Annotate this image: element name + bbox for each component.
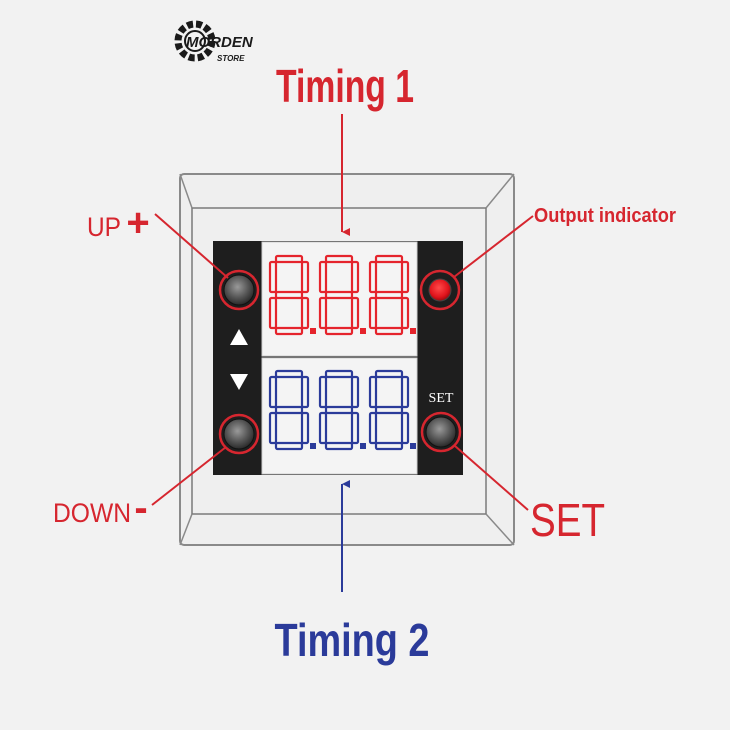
digit-segment (274, 326, 304, 336)
digit-segment (324, 254, 354, 264)
digit-segment (274, 290, 304, 300)
digit-segment (400, 375, 410, 409)
gear-logo-icon (174, 20, 216, 62)
decimal-point (360, 328, 366, 334)
digit-segment (350, 260, 360, 294)
timing2-label: Timing 2 (275, 614, 430, 666)
decimal-point (310, 443, 316, 449)
digit-segment (274, 405, 304, 415)
digit-segment (300, 260, 310, 294)
output-indicator-led (419, 269, 461, 311)
set-leader-line (454, 445, 529, 511)
digit-segment (368, 260, 378, 294)
set-button-text: SET (429, 391, 454, 406)
decimal-point (360, 443, 366, 449)
digit-segment (350, 375, 360, 409)
digit-segment (274, 254, 304, 264)
digit-segment (268, 296, 278, 330)
digit-segment (374, 290, 404, 300)
up-button[interactable] (218, 269, 260, 311)
digit-segment (324, 326, 354, 336)
up-leader-line (154, 213, 229, 279)
digit-segment (350, 411, 360, 445)
digit-segment (374, 254, 404, 264)
timing1-label: Timing 1 (276, 60, 414, 112)
digit-segment (368, 296, 378, 330)
output-leader-line (453, 215, 534, 278)
digit-segment (274, 369, 304, 379)
top-digit (368, 254, 416, 336)
display-bottom-window (261, 357, 418, 475)
up-plus-sign: + (126, 201, 149, 245)
set-button[interactable] (420, 411, 462, 453)
digit-segment (318, 411, 328, 445)
digit-segment (324, 405, 354, 415)
down-button[interactable] (218, 413, 260, 455)
digit-segment (318, 296, 328, 330)
digit-segment (374, 441, 404, 451)
down-label: DOWN (53, 498, 131, 528)
bottom-digit (318, 369, 366, 451)
decimal-point (410, 443, 416, 449)
up-label: UP (87, 212, 121, 242)
down-minus-sign: - (134, 486, 147, 530)
digit-segment (268, 260, 278, 294)
top-digit (268, 254, 316, 336)
digit-segment (300, 411, 310, 445)
digit-segment (268, 375, 278, 409)
digit-segment (324, 441, 354, 451)
digit-segment (318, 260, 328, 294)
set-label: SET (530, 494, 605, 546)
digit-segment (324, 369, 354, 379)
decimal-point (410, 328, 416, 334)
logo-brand: MORDEN (186, 34, 254, 51)
digit-segment (324, 290, 354, 300)
digit-segment (400, 411, 410, 445)
digit-segment (268, 411, 278, 445)
bottom-digit (368, 369, 416, 451)
digit-segment (374, 369, 404, 379)
down-leader-line (151, 446, 227, 506)
up-triangle-icon (230, 329, 248, 345)
digit-segment (300, 296, 310, 330)
decimal-point (310, 328, 316, 334)
display-top-digits (268, 254, 416, 336)
down-triangle-icon (230, 374, 248, 390)
digit-segment (274, 441, 304, 451)
top-digit (318, 254, 366, 336)
digit-segment (400, 296, 410, 330)
digit-segment (318, 375, 328, 409)
display-bottom-digits (268, 369, 416, 451)
digit-segment (350, 296, 360, 330)
digit-segment (400, 260, 410, 294)
bottom-digit (268, 369, 316, 451)
store-logo: MORDEN STORE (174, 20, 254, 63)
digit-segment (368, 411, 378, 445)
logo-sub: STORE (217, 54, 245, 63)
digit-segment (374, 405, 404, 415)
digit-segment (374, 326, 404, 336)
digit-segment (300, 375, 310, 409)
digit-segment (368, 375, 378, 409)
output-indicator-label: Output indicator (534, 205, 676, 227)
